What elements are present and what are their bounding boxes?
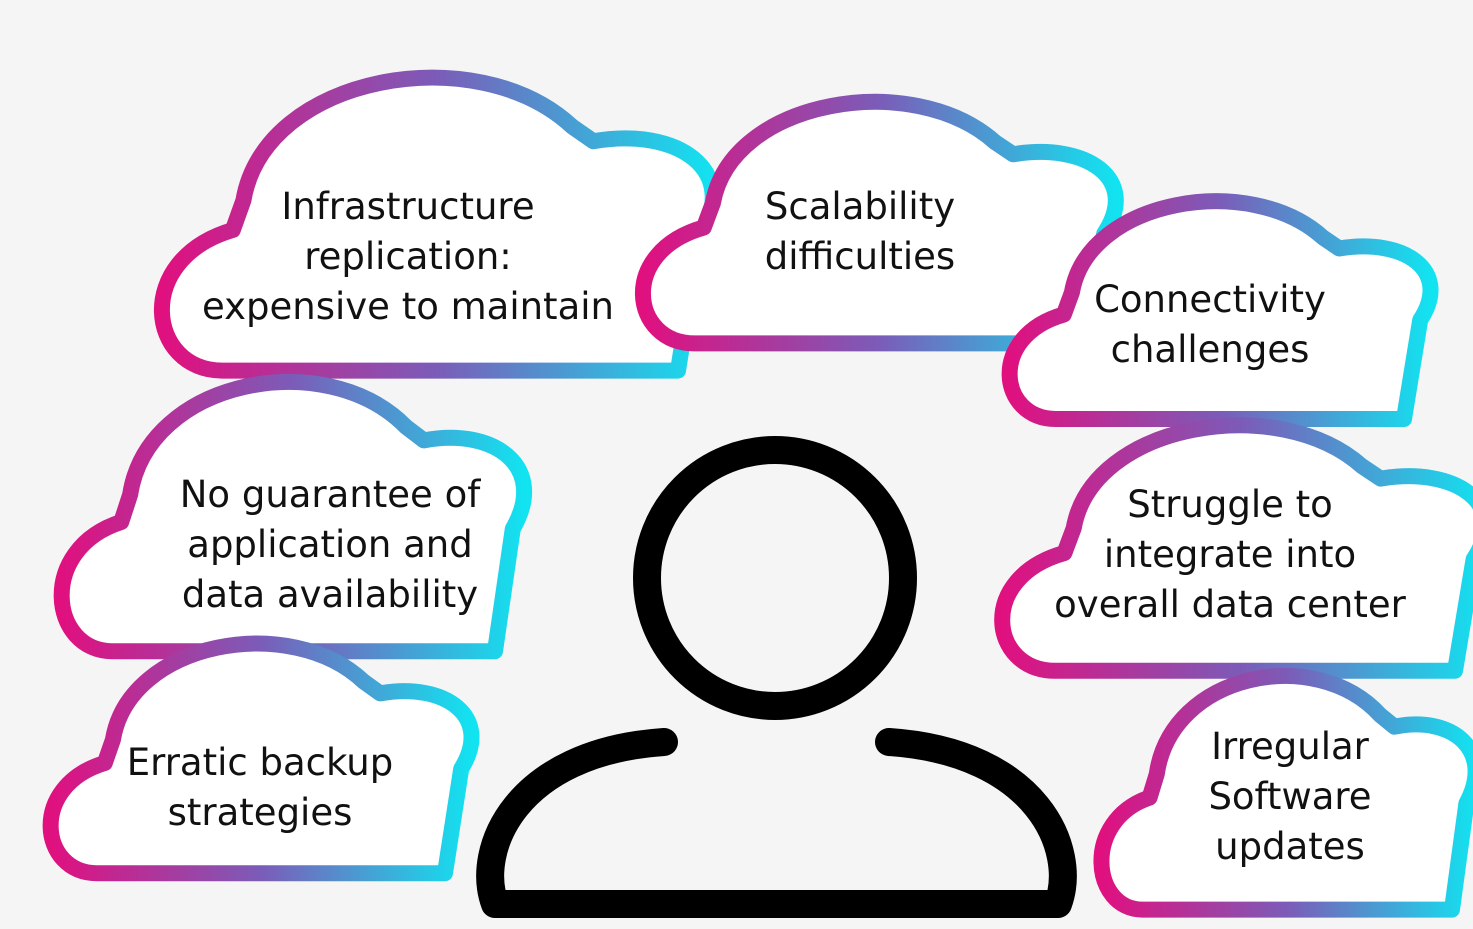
cloud-infrastructure bbox=[162, 78, 713, 371]
label-line: Struggle to bbox=[1127, 483, 1333, 526]
label-line: data availability bbox=[181, 573, 479, 616]
label-line: difficulties bbox=[764, 235, 956, 278]
label-line: updates bbox=[1215, 825, 1365, 868]
person-body bbox=[476, 728, 1077, 918]
cloud-scalability bbox=[643, 102, 1116, 344]
label-line: expensive to maintain bbox=[202, 285, 614, 328]
label-line: Scalability bbox=[764, 185, 956, 228]
label-updates: Irregular Software updates bbox=[1140, 722, 1440, 872]
cloud-integration bbox=[1002, 425, 1473, 670]
label-integration: Struggle to integrate into overall data … bbox=[1015, 480, 1445, 630]
label-line: Erratic backup bbox=[126, 741, 394, 784]
person-head bbox=[633, 436, 917, 720]
label-backup: Erratic backup strategies bbox=[70, 738, 450, 838]
cloud-updates bbox=[1101, 676, 1473, 910]
label-line: replication: bbox=[304, 235, 512, 278]
label-line: strategies bbox=[167, 791, 353, 834]
cloud-backup bbox=[51, 644, 472, 874]
label-line: Irregular bbox=[1211, 725, 1369, 768]
label-scalability: Scalability difficulties bbox=[660, 182, 1060, 282]
label-line: application and bbox=[187, 523, 473, 566]
label-line: Infrastructure bbox=[281, 185, 535, 228]
label-availability: No guarantee of application and data ava… bbox=[90, 470, 570, 620]
cloud-connectivity bbox=[1010, 201, 1431, 419]
label-line: overall data center bbox=[1054, 583, 1406, 626]
label-line: Connectivity bbox=[1094, 278, 1326, 321]
label-connectivity: Connectivity challenges bbox=[1020, 275, 1400, 375]
label-infrastructure: Infrastructure replication: expensive to… bbox=[148, 182, 668, 332]
label-line: No guarantee of bbox=[179, 473, 481, 516]
person-outline-icon bbox=[476, 436, 1077, 918]
label-line: challenges bbox=[1110, 328, 1310, 371]
label-line: integrate into bbox=[1103, 533, 1357, 576]
label-line: Software bbox=[1208, 775, 1372, 818]
cloud-availability bbox=[62, 382, 524, 651]
